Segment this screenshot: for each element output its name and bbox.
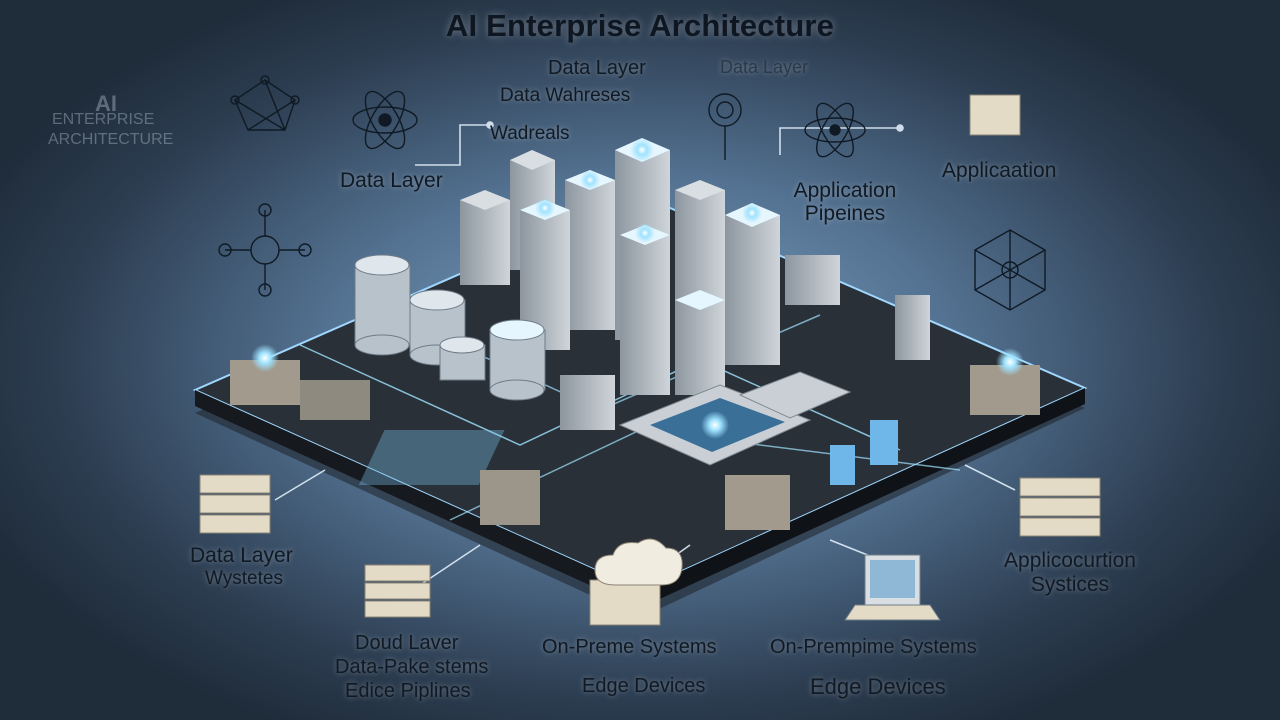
server-block — [725, 475, 790, 530]
label-data-layer-top: Data Layer — [548, 58, 646, 79]
network-node-icon — [231, 76, 299, 130]
label-data-layer-left: Data Layer — [340, 170, 443, 192]
label-application-systices-line2: Systices — [985, 574, 1155, 596]
label-application-pipelines-line2: Pipeines — [770, 203, 920, 225]
label-data-pake-stems: Data-Pake stems — [335, 657, 488, 678]
database-cylinder-icon — [440, 337, 485, 380]
label-edge-devices-2: Edge Devices — [810, 675, 946, 698]
server-block — [895, 295, 930, 360]
label-data-layer-systems-line2: Wystetes — [205, 569, 283, 589]
laptop-icon — [845, 555, 940, 620]
tower — [565, 170, 615, 330]
server-block — [300, 380, 370, 420]
server-rack-icon — [1020, 478, 1100, 536]
label-data-layer-top-right: Data Layer — [720, 58, 808, 77]
label-on-prem-systems-1: On-Preme Systems — [542, 637, 716, 658]
server-block — [785, 255, 840, 305]
server-rack-icon — [970, 95, 1020, 135]
watermark-architecture: ARCHITECTURE — [48, 132, 173, 149]
server-rack-icon — [365, 565, 430, 617]
tower — [620, 223, 670, 395]
atom-icon — [353, 86, 417, 154]
label-applicaation: Applicaation — [942, 160, 1056, 182]
server-block — [480, 470, 540, 525]
tower — [725, 203, 780, 365]
atom-icon — [805, 98, 865, 162]
watermark-enterprise: ENTERPRISE — [52, 112, 154, 129]
database-cylinder-icon — [490, 320, 545, 400]
network-node-icon — [709, 94, 741, 160]
label-data-warehouses: Data Wahreses — [500, 86, 630, 106]
server-block — [560, 375, 615, 430]
label-edice-piplines: Edice Piplines — [345, 681, 471, 702]
tower — [460, 190, 510, 285]
label-application-systices-line1: Applicocurtion — [985, 550, 1155, 572]
server-rack-icon — [200, 475, 270, 533]
label-edge-devices-1: Edge Devices — [582, 676, 705, 697]
database-cylinder-icon — [355, 255, 410, 355]
label-application-pipelines-line1: Application — [770, 180, 920, 202]
page-title: AI Enterprise Architecture — [0, 8, 1280, 44]
label-data-layer-systems-line1: Data Layer — [190, 545, 293, 567]
label-doud-layer: Doud Laver — [355, 633, 458, 654]
label-wadreals: Wadreals — [490, 124, 570, 144]
label-on-prem-systems-2: On-Prempime Systems — [770, 637, 977, 658]
tower — [675, 290, 725, 395]
